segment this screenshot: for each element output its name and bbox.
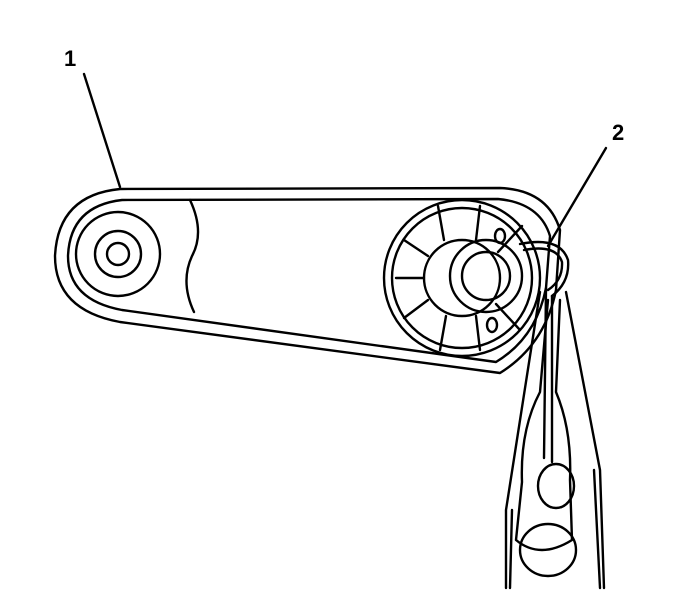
callout-1-leader xyxy=(82,72,122,189)
pivot-bushing xyxy=(74,210,162,298)
retaining-clip xyxy=(518,240,570,298)
callout-1-label: 1 xyxy=(64,46,76,71)
clip-removal-tool xyxy=(504,286,606,590)
break-line xyxy=(185,198,200,314)
callout-2-label: 2 xyxy=(612,120,624,145)
callout-2-leader xyxy=(546,146,608,248)
crank-arm xyxy=(53,186,562,375)
center-shaft xyxy=(448,238,524,314)
